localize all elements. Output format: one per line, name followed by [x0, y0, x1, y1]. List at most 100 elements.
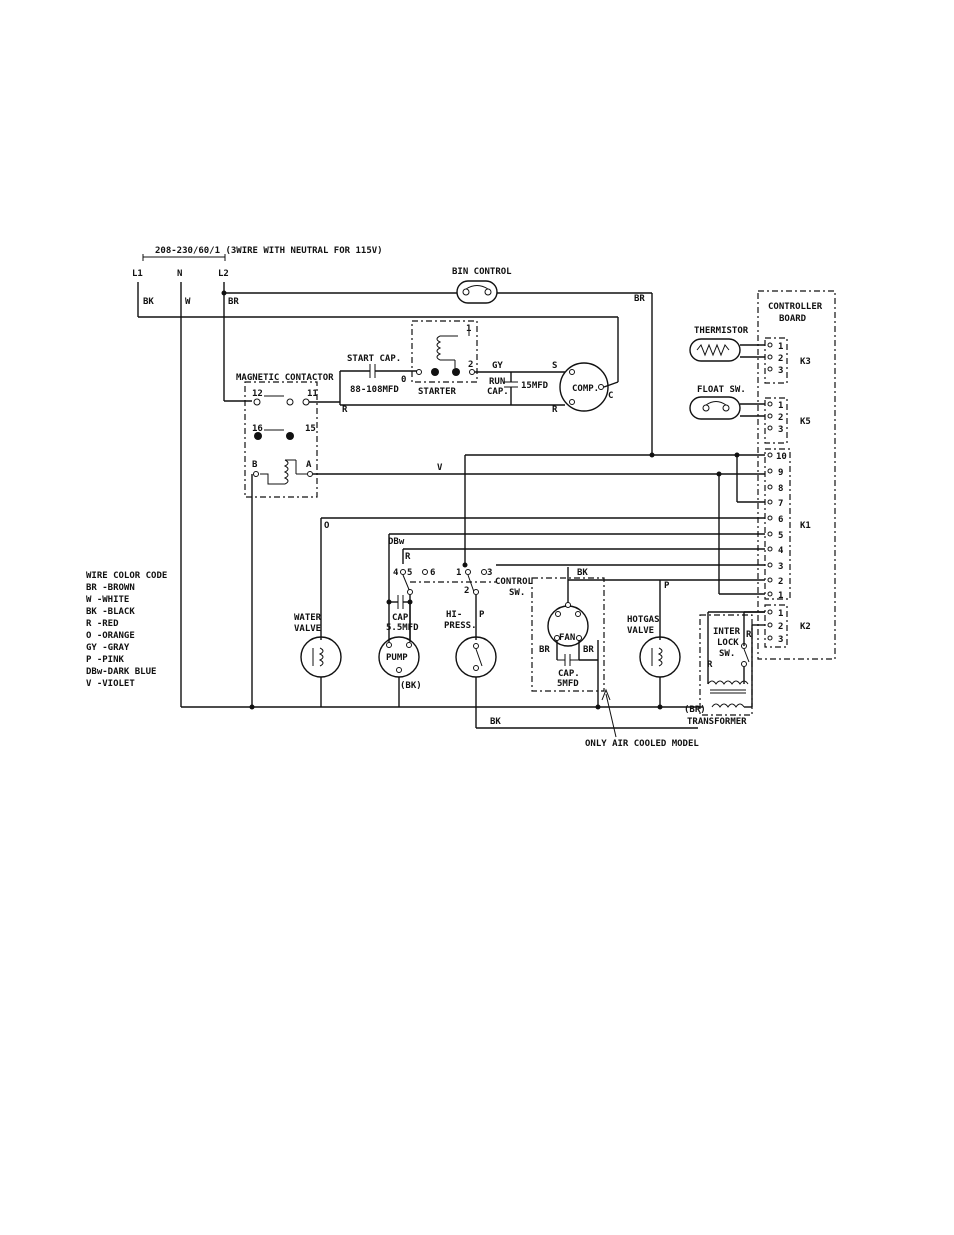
bin-control-label: BIN CONTROL: [452, 267, 512, 277]
k5-pin-2: 2: [778, 413, 783, 423]
k2-label: K2: [800, 622, 811, 632]
float-sw-label: FLOAT SW.: [697, 385, 746, 395]
mc-terminal-16: 16: [252, 424, 263, 434]
k1-pin-4: 4: [778, 546, 784, 556]
legend-entry: BR -BROWN: [86, 583, 135, 593]
wire-r3-label: R: [405, 552, 411, 562]
legend-entry: DBw-DARK BLUE: [86, 667, 156, 677]
legend-entry: P -PINK: [86, 655, 125, 665]
mc-terminal-12: 12: [252, 389, 263, 399]
k1-pin-10: 10: [776, 452, 787, 462]
wire-bk-label: BK: [143, 297, 154, 307]
pump-cap-value: 5.5MFD: [386, 623, 419, 633]
k3-pin-3: 3: [778, 366, 783, 376]
k2-pin-1: 1: [778, 609, 783, 619]
mc-terminal-11: 11: [307, 389, 318, 399]
thermistor: [689, 338, 741, 362]
water-valve: [300, 636, 342, 678]
legend-entry: GY -GRAY: [86, 643, 130, 653]
magnetic-contactor-label: MAGNETIC CONTACTOR: [236, 373, 334, 383]
transformer-label: TRANSFORMER: [687, 717, 747, 727]
ctrl-sw-terminal-6: 6: [430, 568, 435, 578]
k1-pins: 10 9 8 7 6 5 4 3 2 1: [767, 452, 787, 601]
hi-press-label-1: HI-: [446, 610, 462, 620]
bin-control: [456, 280, 498, 304]
legend-entry: W -WHITE: [86, 595, 129, 605]
controller-board-title-1: CONTROLLER: [768, 302, 823, 312]
fan-cap-value: 5MFD: [557, 679, 579, 689]
wire-r1-label: R: [342, 405, 348, 415]
controller-board-title-2: BOARD: [779, 314, 807, 324]
run-cap-value: 15MFD: [521, 381, 549, 391]
k1-label: K1: [800, 521, 811, 531]
k5-pin-1: 1: [778, 401, 783, 411]
pump-cap-label: CAP: [392, 613, 409, 623]
interlock-label-2: LOCK: [717, 638, 739, 648]
start-cap-label: START CAP.: [347, 354, 401, 364]
compressor-terminal-c: C: [608, 391, 613, 401]
control-sw-label-2: SW.: [509, 588, 525, 598]
wire-color-code-title: WIRE COLOR CODE: [86, 571, 167, 581]
compressor-terminal-r: R: [552, 405, 558, 415]
ctrl-sw-terminal-1: 1: [456, 568, 461, 578]
starter-terminal-2: 2: [468, 360, 473, 370]
l1-label: L1: [132, 269, 143, 279]
wire-color-code-legend: WIRE COLOR CODE BR -BROWN W -WHITE BK -B…: [86, 571, 167, 689]
pump-motor: [378, 636, 420, 678]
thermistor-label: THERMISTOR: [694, 326, 749, 336]
l2-label: L2: [218, 269, 229, 279]
k2-pin-3: 3: [778, 635, 783, 645]
starter-terminal-0: 0: [401, 375, 406, 385]
starter-label: STARTER: [418, 387, 457, 397]
run-cap-label-1: RUN: [489, 377, 505, 387]
hi-press-label-2: PRESS.: [444, 621, 477, 631]
ctrl-sw-terminal-2: 2: [464, 586, 469, 596]
wire-br-label: BR: [228, 297, 239, 307]
k1-pin-2: 2: [778, 577, 783, 587]
wire-v-label: V: [437, 463, 443, 473]
interlock-label-1: INTER: [713, 627, 741, 637]
k1-pin-7: 7: [778, 499, 783, 509]
wire-p-hipress-label: P: [479, 610, 485, 620]
controller-board: [757, 290, 836, 660]
k3-pin-2: 2: [778, 354, 783, 364]
float-switch: [689, 396, 741, 420]
compressor-label: COMP.: [572, 384, 599, 394]
legend-entry: BK -BLACK: [86, 607, 135, 617]
mc-terminal-a: A: [306, 460, 312, 470]
k1-pin-1: 1: [778, 591, 783, 601]
control-sw-label-1: CONTROL: [495, 577, 534, 587]
k5-pin-3: 3: [778, 425, 783, 435]
wire-w-label: W: [185, 297, 191, 307]
legend-entry: O -ORANGE: [86, 631, 135, 641]
k3-label: K3: [800, 357, 811, 367]
pump-label: PUMP: [386, 653, 408, 663]
fan-br-right: BR: [583, 645, 594, 655]
transformer-wire-br: (BR): [684, 705, 706, 715]
pump-wire-bk: (BK): [400, 681, 422, 691]
k3-pins: 1 2 3: [767, 342, 783, 376]
bin-wire-br: BR: [634, 294, 645, 304]
interlock-r2-label: R: [707, 660, 713, 670]
k1-pin-3: 3: [778, 562, 783, 572]
ctrl-sw-terminal-5: 5: [407, 568, 412, 578]
compressor: [559, 362, 609, 412]
hotgas-valve-label-1: HOTGAS: [627, 615, 660, 625]
fan-label: FAN: [559, 633, 575, 643]
k1-pin-6: 6: [778, 515, 783, 525]
k5-label: K5: [800, 417, 811, 427]
k2-pin-2: 2: [778, 622, 783, 632]
start-cap-value: 88-108MFD: [350, 385, 399, 395]
k1-pin-5: 5: [778, 531, 783, 541]
ctrl-sw-terminal-4: 4: [393, 568, 399, 578]
fan-br-left: BR: [539, 645, 550, 655]
supply-rating: 208-230/60/1 (3WIRE WITH NEUTRAL FOR 115…: [155, 246, 383, 256]
interlock-label-3: SW.: [719, 649, 735, 659]
legend-entry: R -RED: [86, 619, 119, 629]
magnetic-contactor-box: [244, 381, 318, 498]
n-label: N: [177, 269, 182, 279]
mc-terminal-b: B: [252, 460, 258, 470]
run-cap-label-2: CAP.: [487, 387, 509, 397]
water-valve-label-1: WATER: [294, 613, 322, 623]
